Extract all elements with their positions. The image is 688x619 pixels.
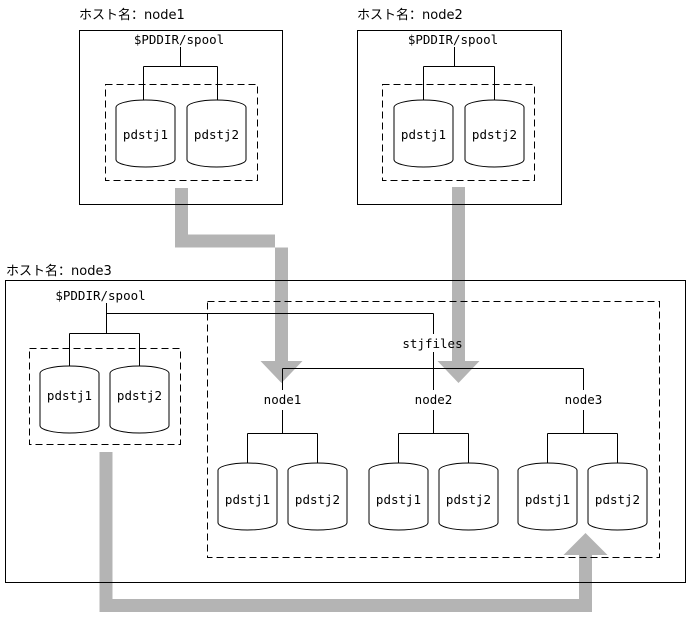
stjfiles-dir-label: stjfiles	[402, 336, 462, 351]
host-node3-spool-label: $PDDIR/spool	[55, 288, 145, 303]
host-node2-tree-connector	[423, 47, 495, 101]
host-node3-pdstj2-label: pdstj2	[117, 388, 162, 403]
host-node2-title: ホスト名：node2	[357, 7, 463, 23]
transfer-arrow-node2-to-node3-icon	[437, 187, 480, 383]
stjfiles-node1-pdstj2-label: pdstj2	[295, 492, 340, 507]
host-node1-pdstj2-cylinder-icon: pdstj2	[186, 99, 247, 168]
host-node1-title: ホスト名：node1	[79, 7, 185, 23]
stjfiles-node1-pdstj2-cylinder-icon: pdstj2	[287, 462, 348, 531]
host-node2-frame	[357, 30, 562, 205]
stjfiles-node2-pdstj1-label: pdstj1	[376, 492, 421, 507]
stjfiles-area: stjfiles node1 node2 node3 pdstj1 pdstj2…	[207, 301, 660, 558]
stjfiles-node1-dir-label: node1	[264, 392, 302, 407]
host-node1-frame	[79, 30, 283, 205]
transfer-arrow-node1-to-node3-icon	[175, 188, 303, 383]
stjfiles-node2-pdstj1-cylinder-icon: pdstj1	[368, 462, 429, 531]
host-node3-frame	[5, 280, 686, 583]
stjfiles-node3-dir-label: node3	[565, 392, 603, 407]
stjfiles-node3-pdstj2-label: pdstj2	[595, 492, 640, 507]
stjfiles-node1-pdstj1-label: pdstj1	[225, 492, 270, 507]
host-node1-spool-label: $PDDIR/spool	[134, 32, 224, 47]
host-node3-pdstj1-label: pdstj1	[47, 388, 92, 403]
host-node3-box: ホスト名：node3 $PDDIR/spool pdstj1 pdstj2 st…	[5, 263, 686, 583]
host-node3-statfiles-dashed-box	[29, 348, 181, 445]
host-node3-pdstj1-cylinder-icon: pdstj1	[39, 365, 100, 434]
stjfiles-node2-pdstj2-cylinder-icon: pdstj2	[438, 462, 499, 531]
host-node2-pdstj2-cylinder-icon: pdstj2	[464, 99, 525, 168]
host-node2-statfiles-dashed-box	[382, 84, 535, 181]
stjfiles-dashed-box	[207, 301, 660, 558]
stjfiles-node3-pdstj2-cylinder-icon: pdstj2	[587, 462, 648, 531]
host-node1-pdstj2-label: pdstj2	[194, 127, 239, 142]
stjfiles-node2-dir-label: node2	[415, 392, 453, 407]
stjfiles-node2-pdstj2-label: pdstj2	[446, 492, 491, 507]
host-node3-pdstj2-cylinder-icon: pdstj2	[109, 365, 170, 434]
stjfiles-node3-pdstj1-label: pdstj1	[525, 492, 570, 507]
host-node3-tree-connector	[69, 303, 434, 367]
stjfiles-node3-pdstj1-cylinder-icon: pdstj1	[517, 462, 578, 531]
host-node2-pdstj1-cylinder-icon: pdstj1	[393, 99, 454, 168]
host-node1-tree-connector	[143, 47, 218, 101]
host-node2-box: ホスト名：node2 $PDDIR/spool pdstj1 pdstj2	[357, 7, 562, 205]
host-node3-title: ホスト名：node3	[6, 263, 112, 279]
host-node2-pdstj2-label: pdstj2	[472, 127, 517, 142]
stjfiles-tree-connector	[247, 352, 618, 464]
host-node1-pdstj1-label: pdstj1	[123, 127, 168, 142]
host-node1-statfiles-dashed-box	[105, 84, 258, 181]
host-node1-pdstj1-cylinder-icon: pdstj1	[115, 99, 176, 168]
host-node2-spool-label: $PDDIR/spool	[408, 32, 498, 47]
host-node2-pdstj1-label: pdstj1	[401, 127, 446, 142]
stjfiles-node1-pdstj1-cylinder-icon: pdstj1	[217, 462, 278, 531]
host-node1-box: ホスト名：node1 $PDDIR/spool pdstj1 pdstj2	[79, 7, 283, 205]
